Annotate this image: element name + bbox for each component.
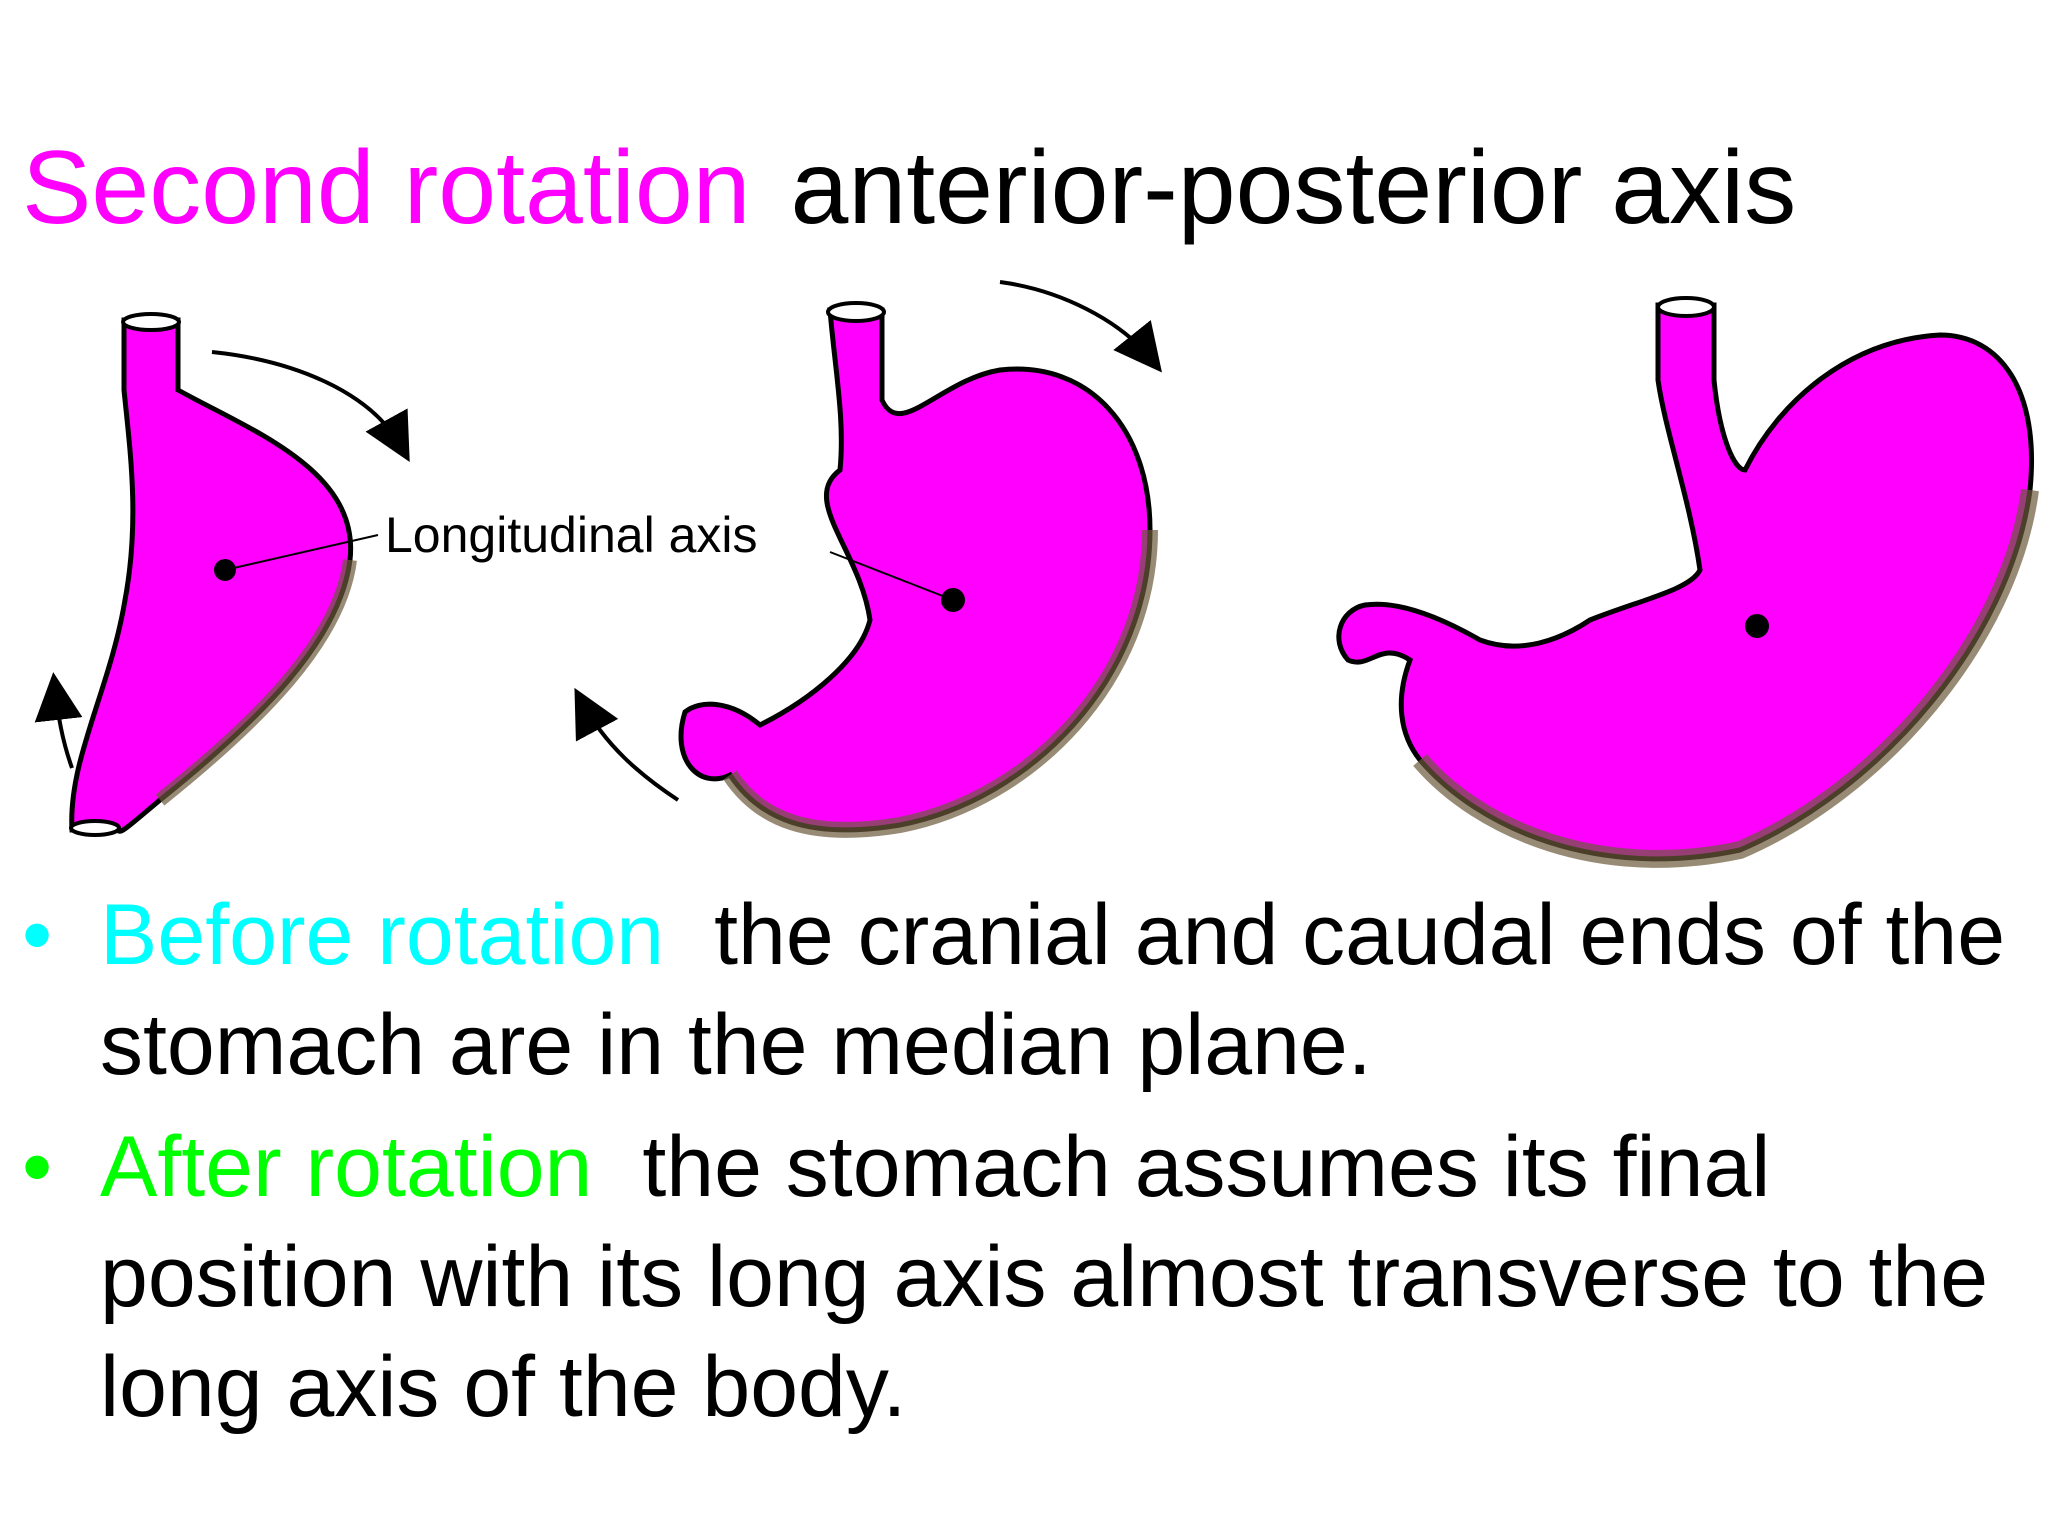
bullet-marker: • [22,887,53,983]
stomach-before-rotation [69,312,379,837]
rotation-arrow-2-bottom [574,687,680,802]
rotation-arrow-2-top [999,280,1163,373]
axis-point-3 [1745,614,1769,638]
rotation-arrow-1-bottom [34,672,83,769]
stomach-rotation-diagram: Longitudinal axis [34,280,2039,868]
bullet-text: the cranial and caudal ends of the stoma… [100,887,2006,1093]
bullet-text: the stomach assumes its final position w… [100,1119,1989,1435]
slide-title: Second rotation anterior-posterior axis [22,128,1796,248]
title-highlight: Second rotation [22,130,751,246]
bullet-keyword: Before rotation [100,887,665,983]
axis-label: Longitudinal axis [385,507,758,563]
stomach-mid-rotation [678,301,1158,838]
bullet-keyword: After rotation [100,1119,593,1215]
rotation-arrow-1-top [211,350,410,463]
title-rest: anterior-posterior axis [790,130,1797,246]
bullet-marker: • [22,1119,53,1215]
stomach-after-rotation [1336,296,2039,868]
